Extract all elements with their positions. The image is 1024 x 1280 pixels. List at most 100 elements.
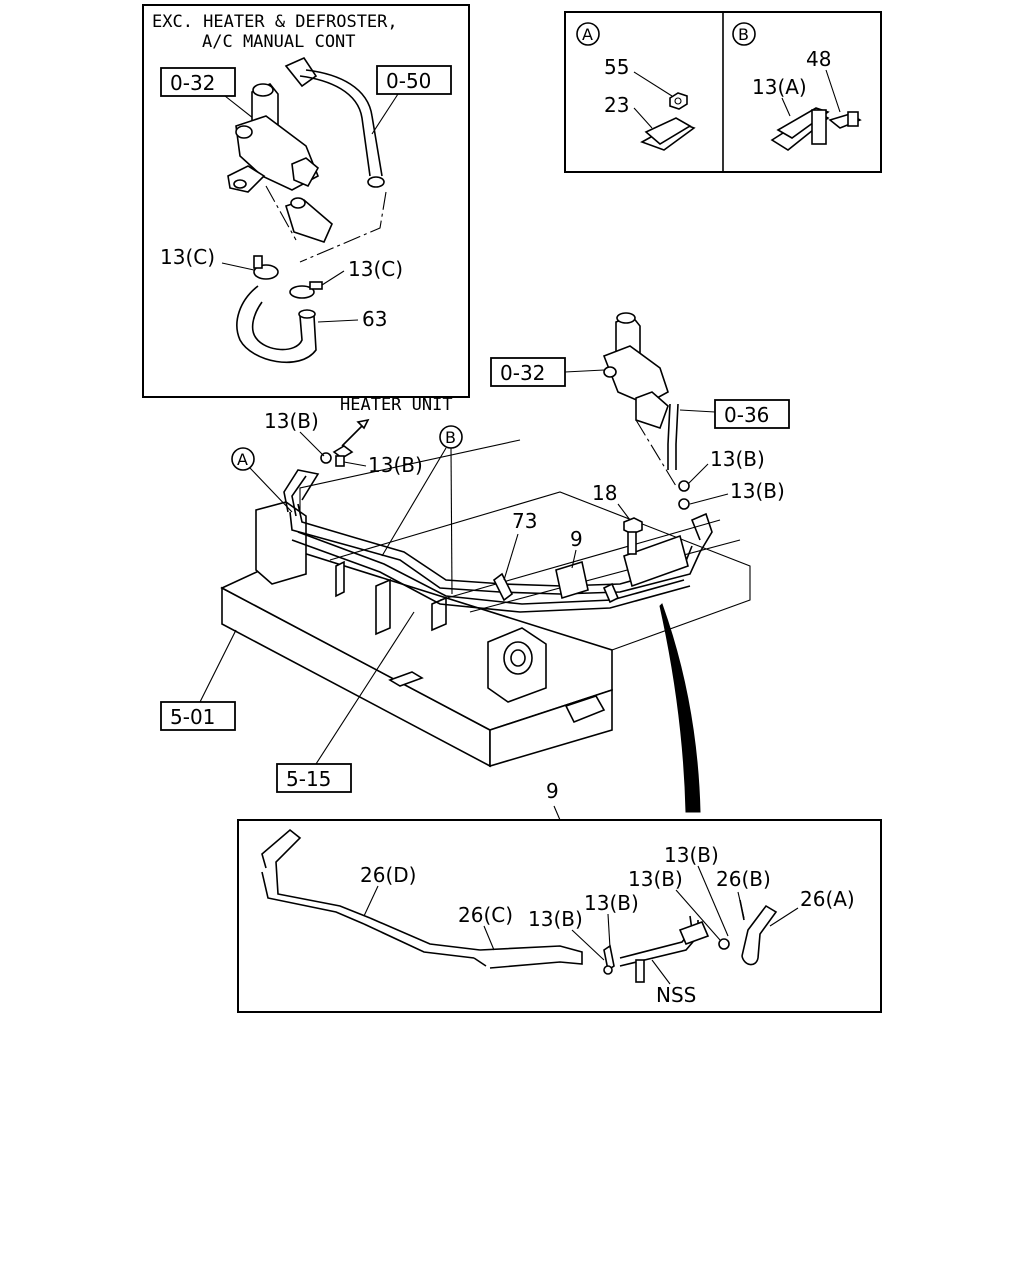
ref-label: 0-50 bbox=[386, 69, 431, 93]
ref-box-0-32-inset[interactable]: 0-32 bbox=[160, 67, 236, 97]
callout-circle-b bbox=[732, 22, 756, 46]
leader-line bbox=[607, 913, 611, 949]
leader-line bbox=[617, 503, 631, 521]
detail-9-frame bbox=[237, 819, 882, 1013]
leader-line bbox=[249, 467, 293, 513]
water-valve-icon bbox=[227, 83, 333, 243]
label-9-main: 9 bbox=[570, 527, 583, 551]
leader-line bbox=[825, 69, 841, 113]
clip-icon bbox=[492, 572, 514, 602]
heater-pipe-icon bbox=[284, 56, 385, 188]
label-13b-4: 13(B) bbox=[730, 479, 785, 503]
label-13c-right: 13(C) bbox=[348, 257, 403, 281]
callout-b-main[interactable]: B bbox=[439, 425, 463, 449]
leader-line bbox=[343, 461, 367, 467]
leader-line bbox=[781, 97, 791, 117]
pipe-26b-icon bbox=[619, 915, 710, 983]
label-26b: 26(B) bbox=[716, 867, 771, 891]
label-13c-left: 13(C) bbox=[160, 245, 215, 269]
clip-icon bbox=[602, 582, 620, 604]
leader-line bbox=[737, 891, 745, 919]
label-73: 73 bbox=[512, 509, 537, 533]
ref-label: 5-01 bbox=[170, 705, 215, 729]
label-26c: 26(C) bbox=[458, 903, 513, 927]
ref-box-5-01[interactable]: 5-01 bbox=[160, 701, 236, 731]
clamp-bracket-icon bbox=[770, 107, 830, 151]
leader-line bbox=[299, 431, 325, 457]
ref-label: 0-32 bbox=[170, 71, 215, 95]
label-13b-c: 13(B) bbox=[628, 867, 683, 891]
callout-a-letter: A bbox=[582, 25, 593, 44]
leader-line bbox=[371, 93, 399, 135]
pipe-0-36 bbox=[675, 403, 679, 470]
label-26d: 26(D) bbox=[360, 863, 416, 887]
ref-label: 0-32 bbox=[500, 361, 545, 385]
label-13b-a: 13(B) bbox=[528, 907, 583, 931]
label-13b-d: 13(B) bbox=[664, 843, 719, 867]
hose-clamp-icon bbox=[678, 480, 690, 492]
callout-a-main[interactable]: A bbox=[231, 447, 255, 471]
leader-line bbox=[697, 865, 729, 937]
callout-letter: A bbox=[237, 450, 248, 469]
inset-title-line1: EXC. HEATER & DEFROSTER, bbox=[152, 12, 398, 32]
pipe-0-36 bbox=[667, 403, 671, 470]
hose-clamp-icon bbox=[253, 255, 279, 280]
ref-box-0-36[interactable]: 0-36 bbox=[714, 399, 790, 429]
leader-line bbox=[503, 533, 519, 581]
leader-line bbox=[571, 929, 605, 961]
label-13b-3: 13(B) bbox=[710, 447, 765, 471]
detail-a: A 55 23 bbox=[576, 22, 696, 151]
label-23: 23 bbox=[604, 93, 629, 117]
bolt-icon bbox=[623, 517, 643, 555]
inset-title-line2: A/C MANUAL CONT bbox=[202, 32, 356, 52]
hose-clamp-icon bbox=[603, 944, 615, 975]
leader-line bbox=[633, 71, 673, 97]
ref-label: 0-36 bbox=[724, 403, 769, 427]
leader-line bbox=[571, 549, 577, 569]
label-nss: NSS bbox=[656, 983, 696, 1007]
leader-line bbox=[450, 447, 453, 595]
leader-line bbox=[381, 447, 447, 557]
callout-letter: B bbox=[445, 428, 456, 447]
leader-line bbox=[679, 409, 716, 413]
clip-icon bbox=[640, 117, 696, 151]
centerline bbox=[265, 185, 297, 241]
crossmember-icon bbox=[220, 439, 751, 768]
leader-line bbox=[221, 262, 255, 271]
ref-label: 5-15 bbox=[286, 767, 331, 791]
centerline bbox=[299, 191, 387, 263]
leader-line bbox=[769, 907, 799, 927]
callout-circle-a bbox=[576, 22, 600, 46]
detail-9-title: 9 bbox=[546, 779, 559, 803]
leader-line bbox=[633, 107, 653, 129]
hose-clamp-icon bbox=[289, 281, 323, 299]
label-13b-2: 13(B) bbox=[368, 453, 423, 477]
leader-line bbox=[363, 885, 379, 917]
pipe-26d-icon bbox=[261, 828, 481, 959]
nut-icon bbox=[669, 92, 688, 110]
label-63: 63 bbox=[362, 307, 387, 331]
ref-box-5-15[interactable]: 5-15 bbox=[276, 763, 352, 793]
pointer-arrow-icon bbox=[659, 603, 701, 813]
ref-box-0-50-inset[interactable]: 0-50 bbox=[376, 65, 452, 95]
leader-line bbox=[317, 319, 359, 323]
leader-line bbox=[199, 629, 237, 703]
leader-line bbox=[483, 925, 495, 951]
label-13b-1: 13(B) bbox=[264, 409, 319, 433]
detail-9-panel: 9 26(D) 26(C) 13(B) 13(B) bbox=[237, 779, 882, 1013]
detail-b: B 48 13(A) bbox=[732, 22, 862, 151]
bracket-icon bbox=[555, 534, 689, 600]
pipe-26a-icon bbox=[739, 899, 778, 966]
label-13b-b: 13(B) bbox=[584, 891, 639, 915]
leader-line bbox=[651, 959, 671, 985]
label-heater-unit: HEATER UNIT bbox=[340, 395, 453, 415]
main-assembly: 0-32 0-36 HEATER UNIT 13(B) 13(B) A bbox=[160, 312, 790, 813]
centerline bbox=[635, 419, 677, 487]
water-valve-icon bbox=[602, 312, 669, 430]
arrow-head-icon bbox=[356, 418, 370, 430]
leader-line bbox=[564, 369, 605, 373]
hose-clamp-icon bbox=[718, 938, 730, 950]
ref-box-0-32-main[interactable]: 0-32 bbox=[490, 357, 566, 387]
inset-exc-heater: EXC. HEATER & DEFROSTER, A/C MANUAL CONT… bbox=[142, 4, 470, 398]
